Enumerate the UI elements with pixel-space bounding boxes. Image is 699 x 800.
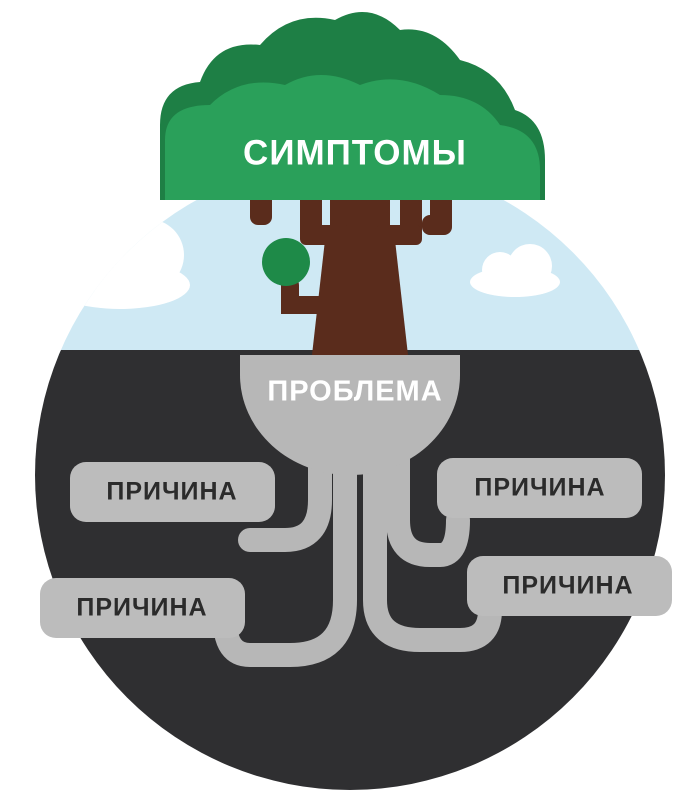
problem-bulb (240, 355, 460, 475)
tree-crown (160, 12, 545, 200)
cause-lower-right: ПРИЧИНА (467, 556, 672, 616)
roots (213, 418, 502, 667)
cause-label: ПРИЧИНА (106, 478, 237, 506)
cloud-left-icon (50, 219, 190, 309)
cause-label: ПРИЧИНА (474, 474, 605, 502)
problem-label: ПРОБЛЕМА (267, 376, 442, 408)
cause-badge (70, 462, 275, 522)
cause-lower-left: ПРИЧИНА (40, 578, 245, 638)
cause-badge (437, 458, 642, 518)
root-upper-left (238, 418, 332, 552)
root-lower-right (363, 418, 502, 652)
cause-label: ПРИЧИНА (76, 594, 207, 622)
cause-badge (40, 578, 245, 638)
leaf-icon (262, 238, 310, 286)
symptoms-label: СИМПТОМЫ (243, 133, 467, 172)
cause-badge (467, 556, 672, 616)
root-upper-right (386, 418, 470, 567)
cause-upper-right: ПРИЧИНА (437, 458, 642, 518)
cause-label: ПРИЧИНА (502, 572, 633, 600)
cause-upper-left: ПРИЧИНА (70, 462, 275, 522)
cloud-right-icon (470, 244, 560, 297)
root-lower-left (213, 418, 357, 667)
